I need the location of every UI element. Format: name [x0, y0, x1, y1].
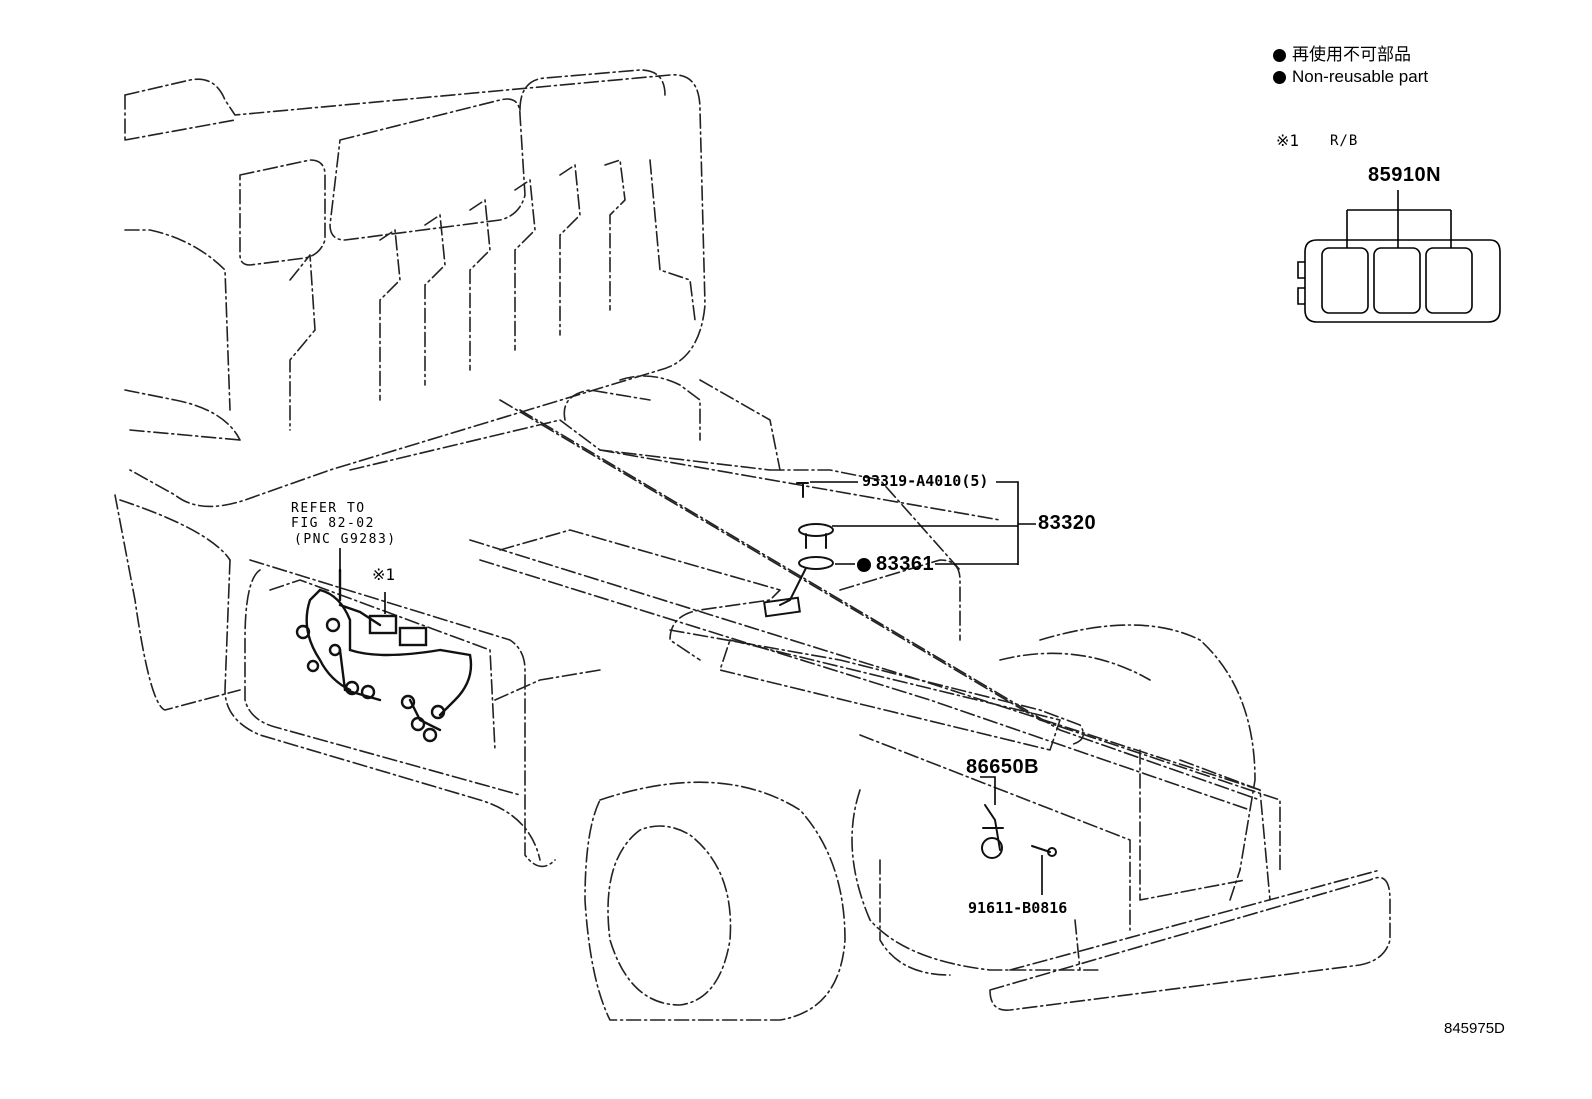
non-reusable-dot-icon	[1273, 49, 1286, 63]
leader-lines	[339, 481, 1043, 895]
part-label-93319[interactable]: 93319-A4010(5)	[862, 472, 989, 490]
reference-line-3: (PNC G9283)	[294, 532, 397, 547]
relay-block-inset	[1297, 190, 1501, 323]
chassis-frame	[349, 375, 1281, 931]
rear-bumper	[989, 869, 1391, 1011]
part-label-85910N[interactable]: 85910N	[1368, 164, 1442, 186]
non-reusable-dot-icon	[1273, 71, 1286, 85]
wire-harness	[295, 568, 473, 743]
fuel-tank	[499, 469, 1085, 751]
part-label-86650B[interactable]: 86650B	[966, 756, 1040, 778]
front-wheel	[584, 781, 846, 1021]
fuel-sender-parts	[763, 482, 1057, 859]
inset-marker: ※1	[1276, 131, 1300, 150]
legend-entry-jp: 再使用不可部品	[1273, 46, 1411, 63]
legend-entry-en: Non-reusable part	[1273, 68, 1428, 85]
non-reusable-dot-icon	[857, 557, 871, 572]
part-label-83320[interactable]: 83320	[1038, 512, 1097, 534]
part-label-83361[interactable]: 83361	[857, 554, 934, 574]
part-label-91611[interactable]: 91611-B0816	[968, 899, 1068, 917]
inset-location: R/B	[1330, 133, 1359, 149]
reference-line-2: FIG 82-02	[291, 516, 375, 531]
reference-line-1: REFER TO	[291, 501, 366, 516]
front-fender	[114, 494, 601, 868]
harness-callout-marker: ※1	[372, 565, 396, 584]
rear-wheel	[851, 624, 1256, 976]
cab-outline	[124, 69, 706, 508]
figure-id: 845975D	[1444, 1020, 1505, 1037]
